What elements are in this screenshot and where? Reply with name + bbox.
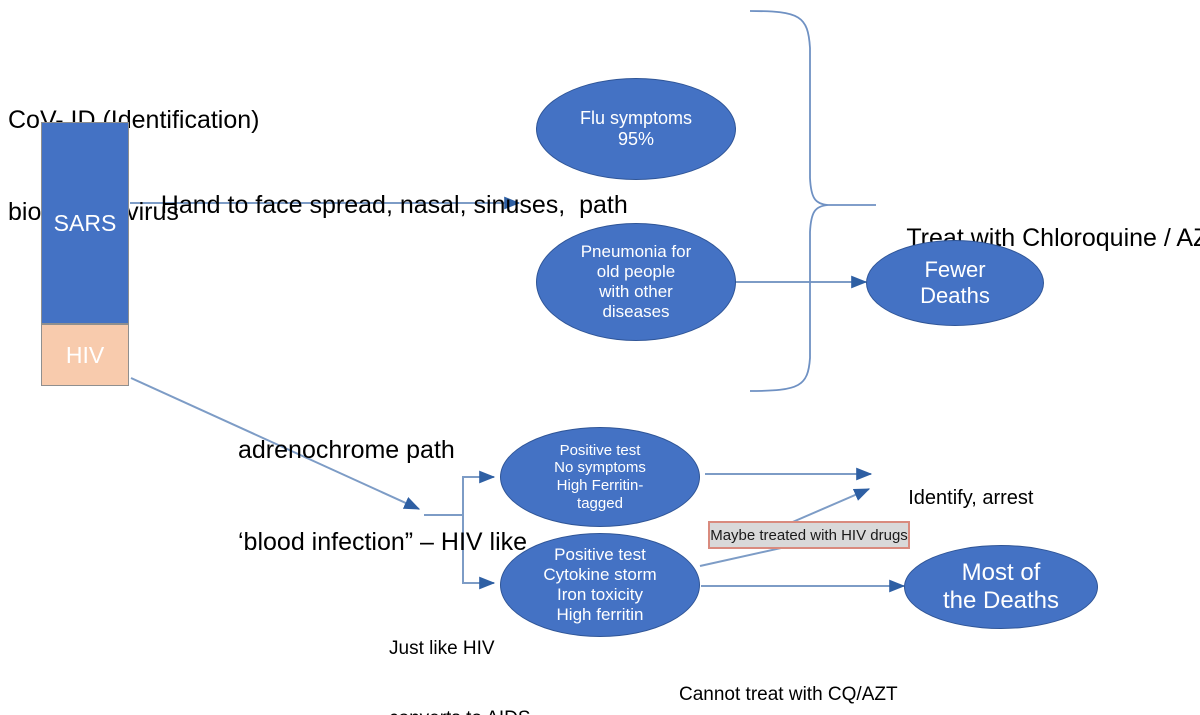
node-fewer-deaths-line2: Deaths: [920, 283, 990, 308]
node-most-deaths-line2: the Deaths: [942, 587, 1060, 614]
node-positive-no-symptoms-line1: Positive test: [559, 441, 641, 459]
arrow-maybe-treated-to-identify: [787, 488, 871, 525]
node-pneumonia-line4: diseases: [602, 302, 670, 322]
bar-sars-label: SARS: [53, 209, 117, 236]
node-most-of-the-deaths[interactable]: Most of the Deaths: [904, 545, 1098, 629]
bottom-note-line1: Cannot treat with CQ/AZT: [679, 684, 898, 706]
annotation-identify-arrest: Identify, arrest: [886, 462, 1033, 535]
node-pneumonia-line1: Pneumonia for: [580, 241, 692, 261]
edge-label-adrenochrome-line2: ‘blood infection” – HIV like: [238, 527, 528, 556]
edge-label-adrenochrome: adrenochrome path ‘blood infection” – HI…: [238, 374, 527, 618]
edge-label-just-like-hiv-line2: converts to AIDS: [389, 707, 531, 715]
note-maybe-treated-with-hiv-drugs[interactable]: Maybe treated with HIV drugs: [708, 521, 910, 549]
node-pneumonia-line3: with other: [599, 282, 673, 301]
brace-treat-group: [749, 10, 829, 392]
node-fewer-deaths-line1: Fewer: [924, 257, 986, 283]
node-positive-no-symptoms-line3: High Ferritin-: [556, 477, 644, 494]
node-fewer-deaths[interactable]: Fewer Deaths: [866, 240, 1044, 326]
edge-label-hand-to-face-text: Hand to face spread, nasal, sinuses, pat…: [160, 190, 628, 219]
node-positive-no-symptoms[interactable]: Positive test No symptoms High Ferritin-…: [500, 427, 700, 527]
node-cytokine-line3: Iron toxicity: [557, 585, 643, 604]
node-cytokine-line1: Positive test: [554, 544, 646, 564]
node-flu-line2: 95%: [617, 129, 655, 149]
bar-segment-sars[interactable]: SARS: [41, 122, 129, 324]
node-cytokine-line2: Cytokine storm: [543, 564, 657, 584]
bar-hiv-label: HIV: [65, 341, 105, 368]
node-pneumonia-line2: old people: [596, 261, 676, 281]
edge-label-hand-to-face: Hand to face spread, nasal, sinuses, pat…: [133, 159, 628, 251]
arrow-cytokine-to-maybe-treated: [699, 545, 791, 567]
edge-label-just-like-hiv: Just like HIV converts to AIDS: [389, 591, 531, 715]
node-positive-no-symptoms-line2: No symptoms: [554, 459, 646, 477]
node-positive-cytokine-storm[interactable]: Positive test Cytokine storm Iron toxici…: [500, 533, 700, 637]
node-flu-symptoms[interactable]: Flu symptoms 95%: [536, 78, 736, 180]
node-positive-no-symptoms-line4: tagged: [577, 494, 623, 512]
node-most-deaths-line1: Most of: [961, 558, 1041, 586]
node-cytokine-line4: High ferritin: [556, 605, 644, 625]
note-maybe-treated-text: Maybe treated with HIV drugs: [710, 526, 908, 544]
bottom-note: Cannot treat with CQ/AZT Because CQ is t…: [679, 637, 1158, 715]
edge-label-adrenochrome-line1: adrenochrome path: [238, 436, 455, 464]
annotation-identify-arrest-text: Identify, arrest: [908, 487, 1034, 510]
edge-label-just-like-hiv-line1: Just like HIV: [389, 638, 495, 660]
node-flu-line1: Flu symptoms: [579, 107, 693, 128]
bar-segment-hiv[interactable]: HIV: [41, 324, 129, 386]
node-pneumonia[interactable]: Pneumonia for old people with other dise…: [536, 223, 736, 341]
title-note-line1: CoV- ID (Identification): [8, 106, 260, 134]
